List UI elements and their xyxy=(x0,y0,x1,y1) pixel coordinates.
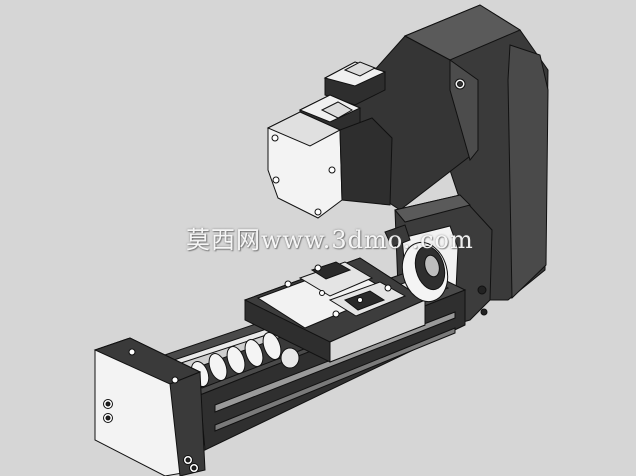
ball-screw xyxy=(189,329,313,389)
bearing-housing xyxy=(384,224,449,303)
servo-motor xyxy=(266,4,549,301)
end-plate xyxy=(93,337,206,476)
carriage-block xyxy=(243,257,427,363)
